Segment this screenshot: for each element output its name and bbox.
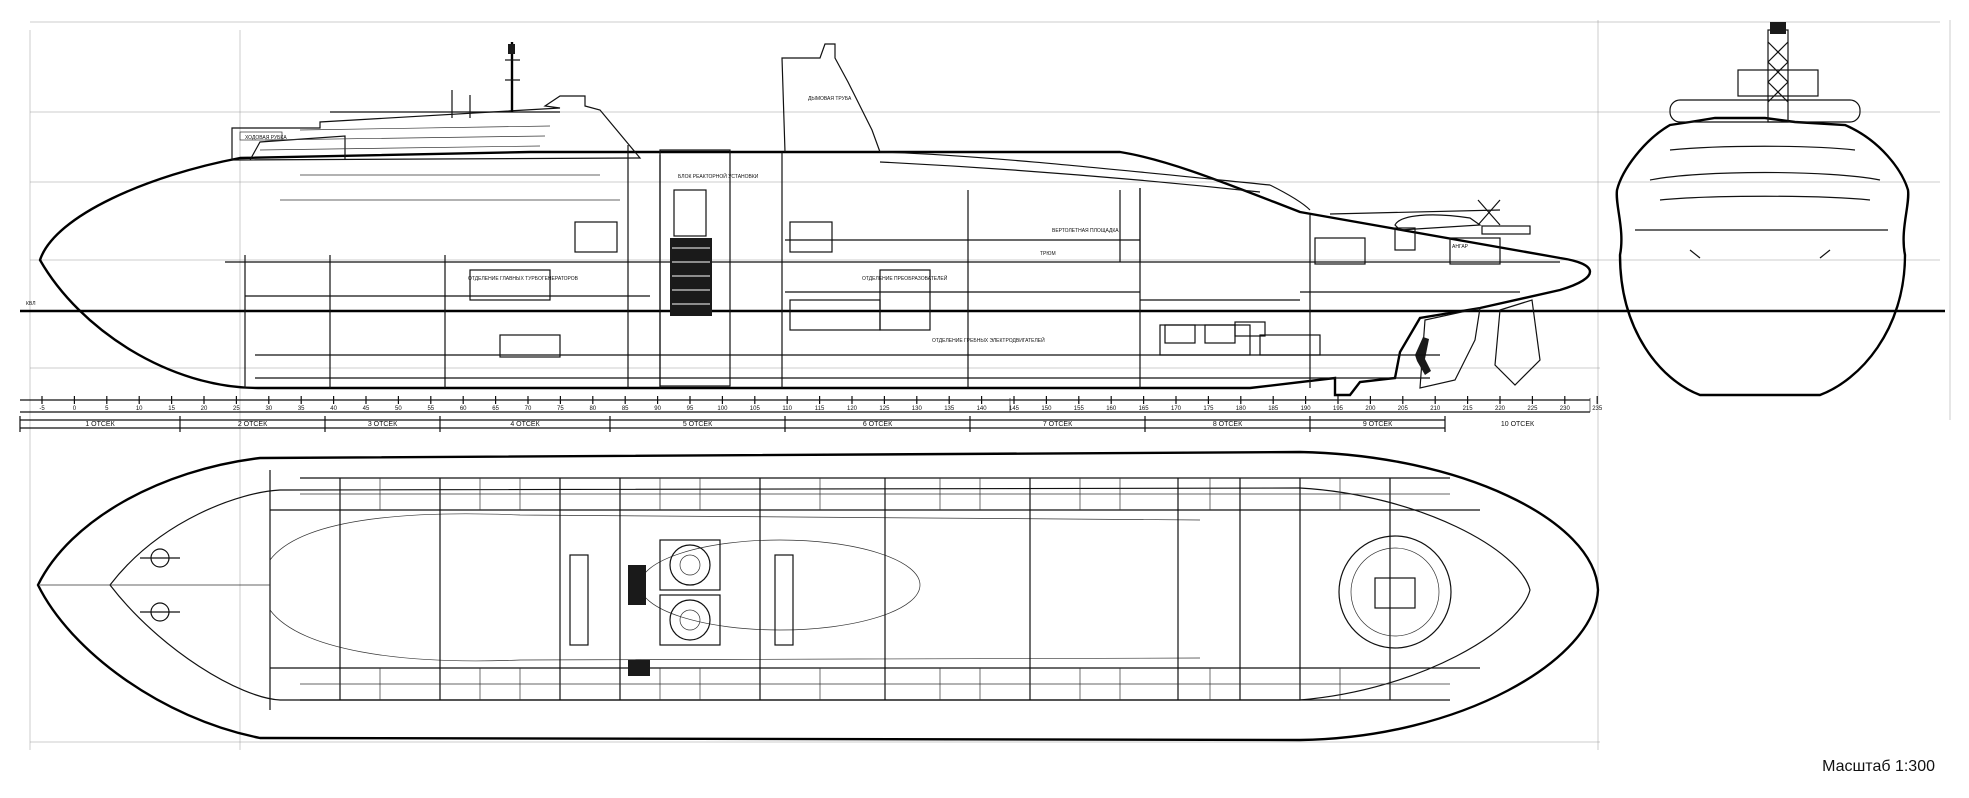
frame-tick-label: 195 (1333, 406, 1344, 412)
frame-tick-label: 90 (654, 406, 661, 412)
helideck-label: ВЕРТОЛЕТНАЯ ПЛОЩАДКА (1052, 228, 1119, 234)
frame-tick-label: 30 (265, 406, 272, 412)
compartment-label: 4 ОТСЕК (510, 421, 540, 428)
frame-tick-label: 130 (912, 406, 923, 412)
frame-tick-label: 10 (136, 406, 143, 412)
frame-tick-label: 0 (73, 406, 77, 412)
rudder-house-label: ХОДОВАЯ РУБКА (245, 135, 287, 141)
frame-tick-label: 100 (717, 406, 728, 412)
funnel (781, 43, 881, 153)
electric-motors-label: ОТДЕЛЕНИЕ ГРЕБНЫХ ЭЛЕКТРОДВИГАТЕЛЕЙ (932, 336, 1045, 344)
frame-tick-label: 40 (330, 406, 337, 412)
reactor-compartment (659, 149, 731, 387)
frame-tick-label: 135 (944, 406, 955, 412)
frame-tick-label: 155 (1074, 406, 1085, 412)
frame-tick-label: 230 (1560, 406, 1571, 412)
frame-tick-label: 170 (1171, 406, 1182, 412)
frame-tick-label: 150 (1041, 406, 1052, 412)
frame-tick-label: 105 (750, 406, 761, 412)
frame-tick-label: 80 (589, 406, 596, 412)
helicopter-icon (1394, 214, 1482, 231)
end-marks (1009, 398, 1591, 412)
frame-tick-label: 205 (1398, 406, 1409, 412)
converters-label: ОТДЕЛЕНИЕ ПРЕОБРАЗОВАТЕЛЕЙ (862, 274, 948, 282)
plan-bulkheads (269, 470, 1391, 710)
frame-tick-label: 210 (1430, 406, 1441, 412)
frame-tick-label: 45 (363, 406, 370, 412)
frame-tick-label: 70 (525, 406, 532, 412)
frame-tick-label: 180 (1236, 406, 1247, 412)
frame-tick-label: 235 (1592, 406, 1603, 412)
hull-outline (38, 150, 1592, 397)
frame-tick-label: 145 (1009, 406, 1020, 412)
superstructure (231, 95, 642, 161)
frame-tick-label: 125 (879, 406, 890, 412)
frame-tick-label: 115 (815, 406, 825, 412)
holds-label: ТРЮМ (1040, 251, 1056, 257)
scale-label: Масштаб 1:300 (1822, 758, 1935, 775)
frame-tick-label: 220 (1495, 406, 1506, 412)
frame-tick-label: 200 (1365, 406, 1376, 412)
frame-tick-label: 225 (1527, 406, 1538, 412)
section-mast (1737, 22, 1819, 123)
frame-tick-label: 5 (105, 406, 109, 412)
frame-tick-label: 15 (168, 406, 175, 412)
section-view (1615, 22, 1910, 397)
main-engine-label: ОТДЕЛЕНИЕ ГЛАВНЫХ ТУРБОГЕНЕРАТОРОВ (468, 276, 579, 282)
frame-tick-label: 185 (1268, 406, 1279, 412)
frame-tick-label: 215 (1463, 406, 1474, 412)
reactor-label: БЛОК РЕАКТОРНОЙ УСТАНОВКИ (678, 172, 759, 180)
svg-text:КВЛ: КВЛ (26, 301, 35, 307)
profile-view: КВЛ ХОДОВАЯ РУБКА ДЫМОВАЯ ТРУБА (19, 42, 1945, 432)
frame-tick-label: 85 (622, 406, 629, 412)
frame-tick-scale: -5 0 5 10 15 20 25 30 35 40 45 50 55 60 65 70 75 80 85 90 95… (39, 396, 1603, 412)
frame-tick-label: 160 (1106, 406, 1117, 412)
frame-tick-label: 165 (1139, 406, 1150, 412)
frame-tick-label: 75 (557, 406, 564, 412)
compartment-label: 6 ОТСЕК (863, 421, 893, 428)
frame-tick-label: 175 (1203, 406, 1214, 412)
frame-tick-label: 35 (298, 406, 305, 412)
compartment-label: 3 ОТСЕК (368, 421, 398, 428)
funnel-label: ДЫМОВАЯ ТРУБА (808, 96, 852, 102)
hangar-label: АНГАР (1452, 244, 1469, 250)
reactor-blocks-plan (628, 539, 721, 676)
plan-outline (36, 450, 1600, 742)
frame-tick-label: 110 (782, 406, 792, 412)
compartment-label: 9 ОТСЕК (1363, 421, 1393, 428)
compartment-label: 1 ОТСЕК (85, 421, 115, 428)
helideck-circle (1338, 535, 1452, 649)
section-hull (1615, 116, 1910, 397)
compartment-label: 5 ОТСЕК (683, 421, 713, 428)
frame-tick-label: 60 (460, 406, 467, 412)
frame-tick-label: -5 (39, 406, 45, 412)
compartment-label: 8 ОТСЕК (1213, 421, 1243, 428)
frame-tick-label: 120 (847, 406, 858, 412)
frame-tick-label: 95 (687, 406, 694, 412)
frame-tick-label: 140 (977, 406, 988, 412)
compartment-bar: 1 ОТСЕК 2 ОТСЕК 3 ОТСЕК 4 ОТСЕК 5 ОТСЕК 6 ОТС… (19, 416, 1535, 432)
frame-tick-label: 55 (427, 406, 434, 412)
frame-tick-label: 65 (492, 406, 499, 412)
frame-tick-label: 50 (395, 406, 402, 412)
frame-tick-label: 25 (233, 406, 240, 412)
compartment-label: 2 ОТСЕК (238, 421, 268, 428)
compartment-label: 10 ОТСЕК (1501, 421, 1535, 428)
frame-tick-label: 20 (201, 406, 208, 412)
compartment-label: 7 ОТСЕК (1043, 421, 1073, 428)
plan-view (36, 450, 1600, 742)
frame-tick-label: 190 (1301, 406, 1312, 412)
propeller-icon (1415, 337, 1431, 375)
